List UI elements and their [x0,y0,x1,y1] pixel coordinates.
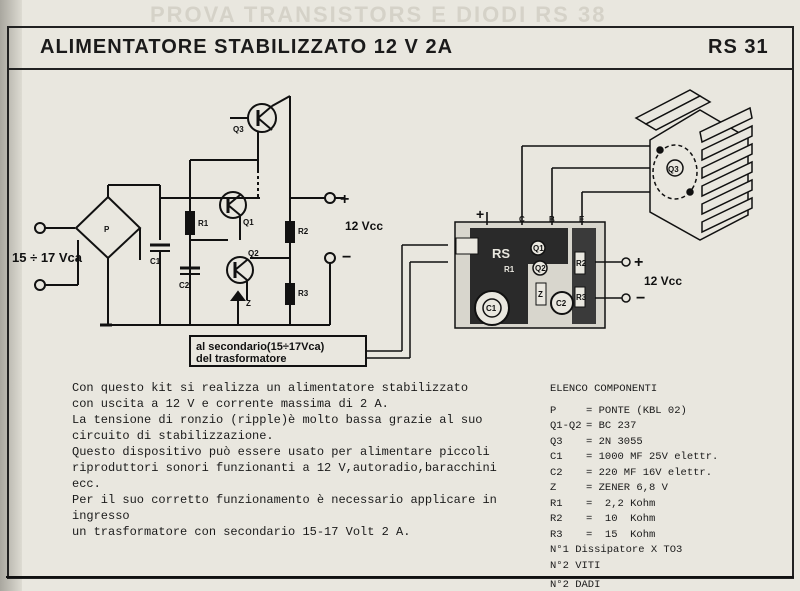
c1-label: C1 [150,257,161,266]
pcb-pad-e: E [579,215,585,224]
pcb-r2-label: R2 [576,259,587,268]
component-value: = ZENER 6,8 V [586,482,668,494]
input-voltage-label: 15 ÷ 17 Vca [12,250,83,265]
component-row: P = PONTE (KBL 02) [550,404,718,420]
component-row: R3 = 15 Kohm [550,528,718,544]
component-row: C2 = 220 MF 16V elettr. [550,466,718,482]
zener-label: Z [246,299,251,308]
component-row: Z = ZENER 6,8 V [550,481,718,497]
pcb-r3-label: R3 [576,293,587,302]
r3-label: R3 [298,289,309,298]
transformer-note-line2: del trasformatore [196,353,286,365]
description-line: Con questo kit si realizza un alimentato… [72,381,469,395]
bridge-label: P [104,225,110,234]
component-ref: R3 [550,528,563,541]
pcb-c2-label: C2 [556,299,567,308]
r2-label: R2 [298,227,309,236]
description-line: con uscita a 12 V e corrente massima di … [72,397,389,411]
description-line: Per il suo corretto funzionamento è nece… [72,493,497,523]
pcb-plus: + [476,206,484,222]
component-value: = 2N 3055 [586,435,643,448]
component-row: R2 = 10 Kohm [550,512,718,528]
description-line: La tensione di ronzio (ripple)è molto ba… [72,413,483,427]
extra-item: N°1 Dissipatore X TO3 [550,544,683,556]
heatsink-drawing [634,89,753,241]
pcb-z-label: Z [538,290,543,299]
c2-label: C2 [179,281,190,290]
component-row: R1 = 2,2 Kohm [550,497,718,513]
component-row: Q1-Q2 = BC 237 [550,419,718,435]
component-value: = BC 237 [586,420,637,432]
transformer-note-line1: al secondario(15÷17Vca) [196,341,325,353]
component-ref: C1 [550,451,563,463]
pcb-c1-label: C1 [486,304,497,313]
pcb-board-label: RS [492,246,510,261]
components-list: ELENCO COMPONENTI P = PONTE (KBL 02) Q1-Q… [550,382,718,591]
pcb-r1-label: R1 [504,265,515,274]
q2-label: Q2 [248,249,259,258]
pcb-q1-label: Q1 [533,244,544,253]
component-ref: R2 [550,513,563,525]
pcb-out-plus: + [634,254,643,271]
component-ref: C2 [550,466,563,479]
component-value: = 1000 MF 25V elettr. [586,451,719,463]
component-row: Q3 = 2N 3055 [550,435,718,451]
description-line: un trasformatore con secondario 15-17 Vo… [72,525,411,539]
component-ref: P [550,404,557,417]
pcb-layout: C B E RS Q1 Q2 R1 R2 R3 C1 C2 Z + + − 12… [454,145,682,329]
component-ref: Q1-Q2 [550,420,582,432]
ghost-print-through: PROVA TRANSISTORS E DIODI RS 38 [150,2,607,27]
component-value: = PONTE (KBL 02) [586,404,687,417]
q1-label: Q1 [243,218,254,227]
pcb-q2-label: Q2 [535,264,546,273]
pcb-out-minus: − [636,290,645,307]
r1-label: R1 [198,219,209,228]
pcb-pad-b: B [549,215,555,224]
pcb-pad-c: C [519,215,525,224]
component-value: = 15 Kohm [586,528,656,541]
schematic-plus: + [340,191,349,208]
header-band [7,26,794,70]
kit-code: RS 31 [708,36,769,58]
component-ref: Z [550,482,557,494]
q3-label: Q3 [233,125,244,134]
component-ref: R1 [550,497,563,510]
heatsink-q3-label: Q3 [668,165,679,174]
pcb-output-label: 12 Vcc [644,274,682,288]
component-value: = 10 Kohm [586,513,656,525]
component-ref: Q3 [550,435,563,448]
component-row: C1 = 1000 MF 25V elettr. [550,450,718,466]
extra-item: N°2 VITI [550,559,601,572]
schematic-minus: − [342,249,351,266]
description-line: riproduttori sonori funzionanti a 12 V,a… [72,461,497,491]
component-value: = 2,2 Kohm [586,497,656,510]
extra-item: N°2 DADI [550,579,601,591]
components-list-title: ELENCO COMPONENTI [550,383,658,395]
description-text: Con questo kit si realizza un alimentato… [72,380,532,540]
component-value: = 220 MF 16V elettr. [586,466,713,479]
description-line: Questo dispositivo può essere usato per … [72,445,490,459]
page-title: ALIMENTATORE STABILIZZATO 12 V 2A [40,36,454,58]
transformer-note-box [189,335,367,367]
description-line: circuito di stabilizzazione. [72,429,274,443]
schematic-output-label: 12 Vcc [345,219,383,233]
